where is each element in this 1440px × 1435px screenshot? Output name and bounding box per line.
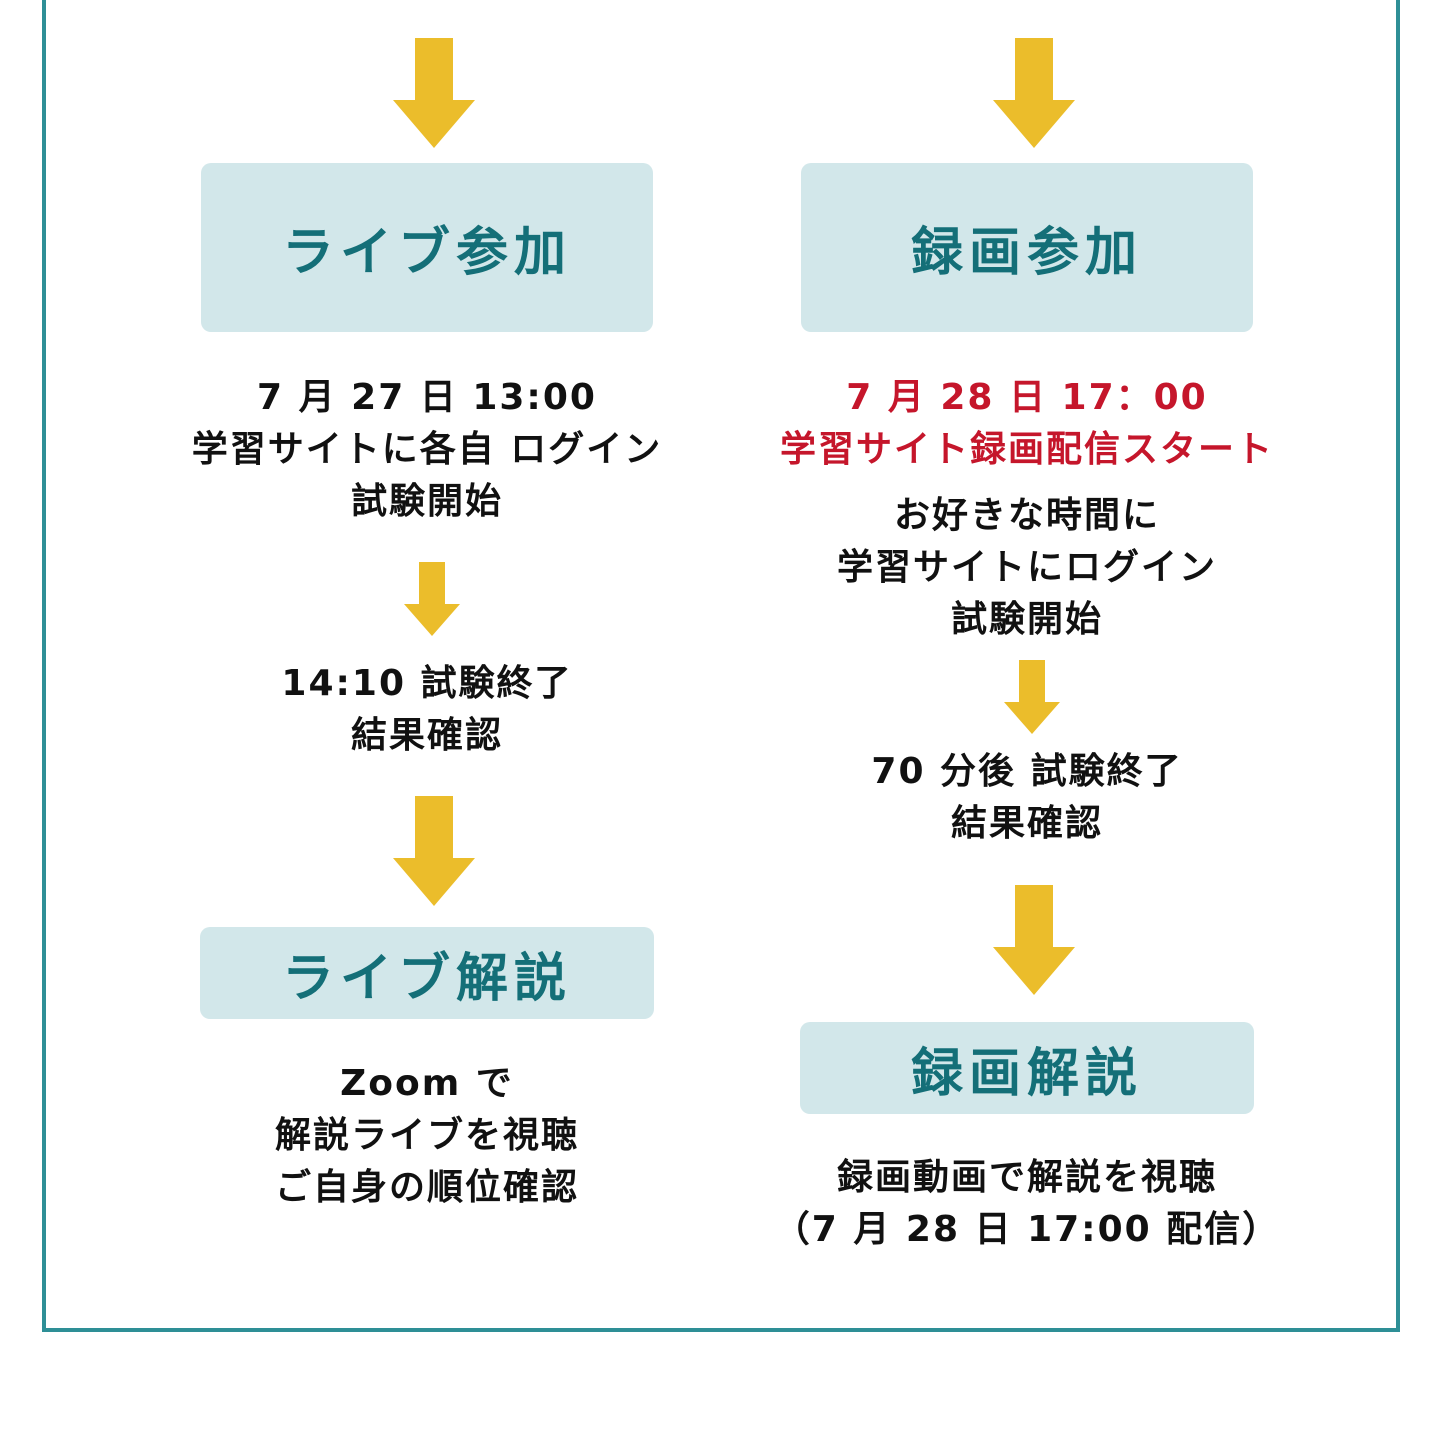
- recorded-highlight-text: 7 月 28 日 17：00 学習サイト録画配信スタート: [780, 372, 1274, 476]
- down-arrow-icon: [393, 38, 475, 148]
- recorded-schedule-line: 試験開始: [950, 599, 1104, 640]
- live-explain-text: Zoom で 解説ライブを視聴 ご自身の順位確認: [275, 1058, 579, 1214]
- recorded-join-title: 録画参加: [910, 223, 1143, 283]
- recorded-join-box: 録画参加: [801, 163, 1253, 332]
- live-schedule-line: 7 月 27 日 13:00: [257, 377, 597, 418]
- live-schedule-line: 試験開始: [350, 481, 504, 522]
- recorded-end-line: 70 分後 試験終了: [871, 751, 1183, 792]
- down-arrow-icon: [993, 885, 1075, 995]
- recorded-end-text: 70 分後 試験終了 結果確認: [871, 746, 1182, 850]
- recorded-explain-text: 録画動画で解説を視聴 （7 月 28 日 17:00 配信）: [774, 1152, 1280, 1256]
- live-explain-line: Zoom で: [340, 1063, 514, 1104]
- down-arrow-icon: [1004, 660, 1060, 734]
- live-end-text: 14:10 試験終了 結果確認: [281, 658, 572, 762]
- down-arrow-icon: [993, 38, 1075, 148]
- recorded-explain-box: 録画解説: [800, 1022, 1254, 1114]
- live-join-title: ライブ参加: [281, 223, 572, 283]
- live-explain-title: ライブ解説: [281, 948, 572, 1009]
- recorded-explain-line: （7 月 28 日 17:00 配信）: [773, 1209, 1281, 1250]
- live-explain-line: ご自身の順位確認: [274, 1167, 580, 1208]
- live-schedule-line: 学習サイトに各自 ログイン: [191, 429, 663, 470]
- recorded-schedule-line: お好きな時間に: [893, 495, 1161, 536]
- recorded-explain-title: 録画解説: [910, 1043, 1143, 1104]
- live-end-line: 結果確認: [350, 715, 504, 756]
- recorded-schedule-line: 学習サイトにログイン: [836, 547, 1218, 588]
- down-arrow-icon: [393, 796, 475, 906]
- recorded-end-line: 結果確認: [950, 803, 1104, 844]
- live-end-line: 14:10 試験終了: [281, 663, 573, 704]
- recorded-highlight-line: 学習サイト録画配信スタート: [779, 429, 1275, 470]
- recorded-schedule-text: お好きな時間に 学習サイトにログイン 試験開始: [837, 490, 1217, 646]
- recorded-highlight-line: 7 月 28 日 17：00: [846, 377, 1208, 418]
- recorded-explain-line: 録画動画で解説を視聴: [836, 1157, 1217, 1198]
- live-join-box: ライブ参加: [201, 163, 653, 332]
- down-arrow-icon: [404, 562, 460, 636]
- live-explain-line: 解説ライブを視聴: [274, 1115, 580, 1156]
- live-schedule-text: 7 月 27 日 13:00 学習サイトに各自 ログイン 試験開始: [192, 372, 663, 528]
- flow-frame: [42, 0, 1400, 1332]
- live-explain-box: ライブ解説: [200, 927, 654, 1019]
